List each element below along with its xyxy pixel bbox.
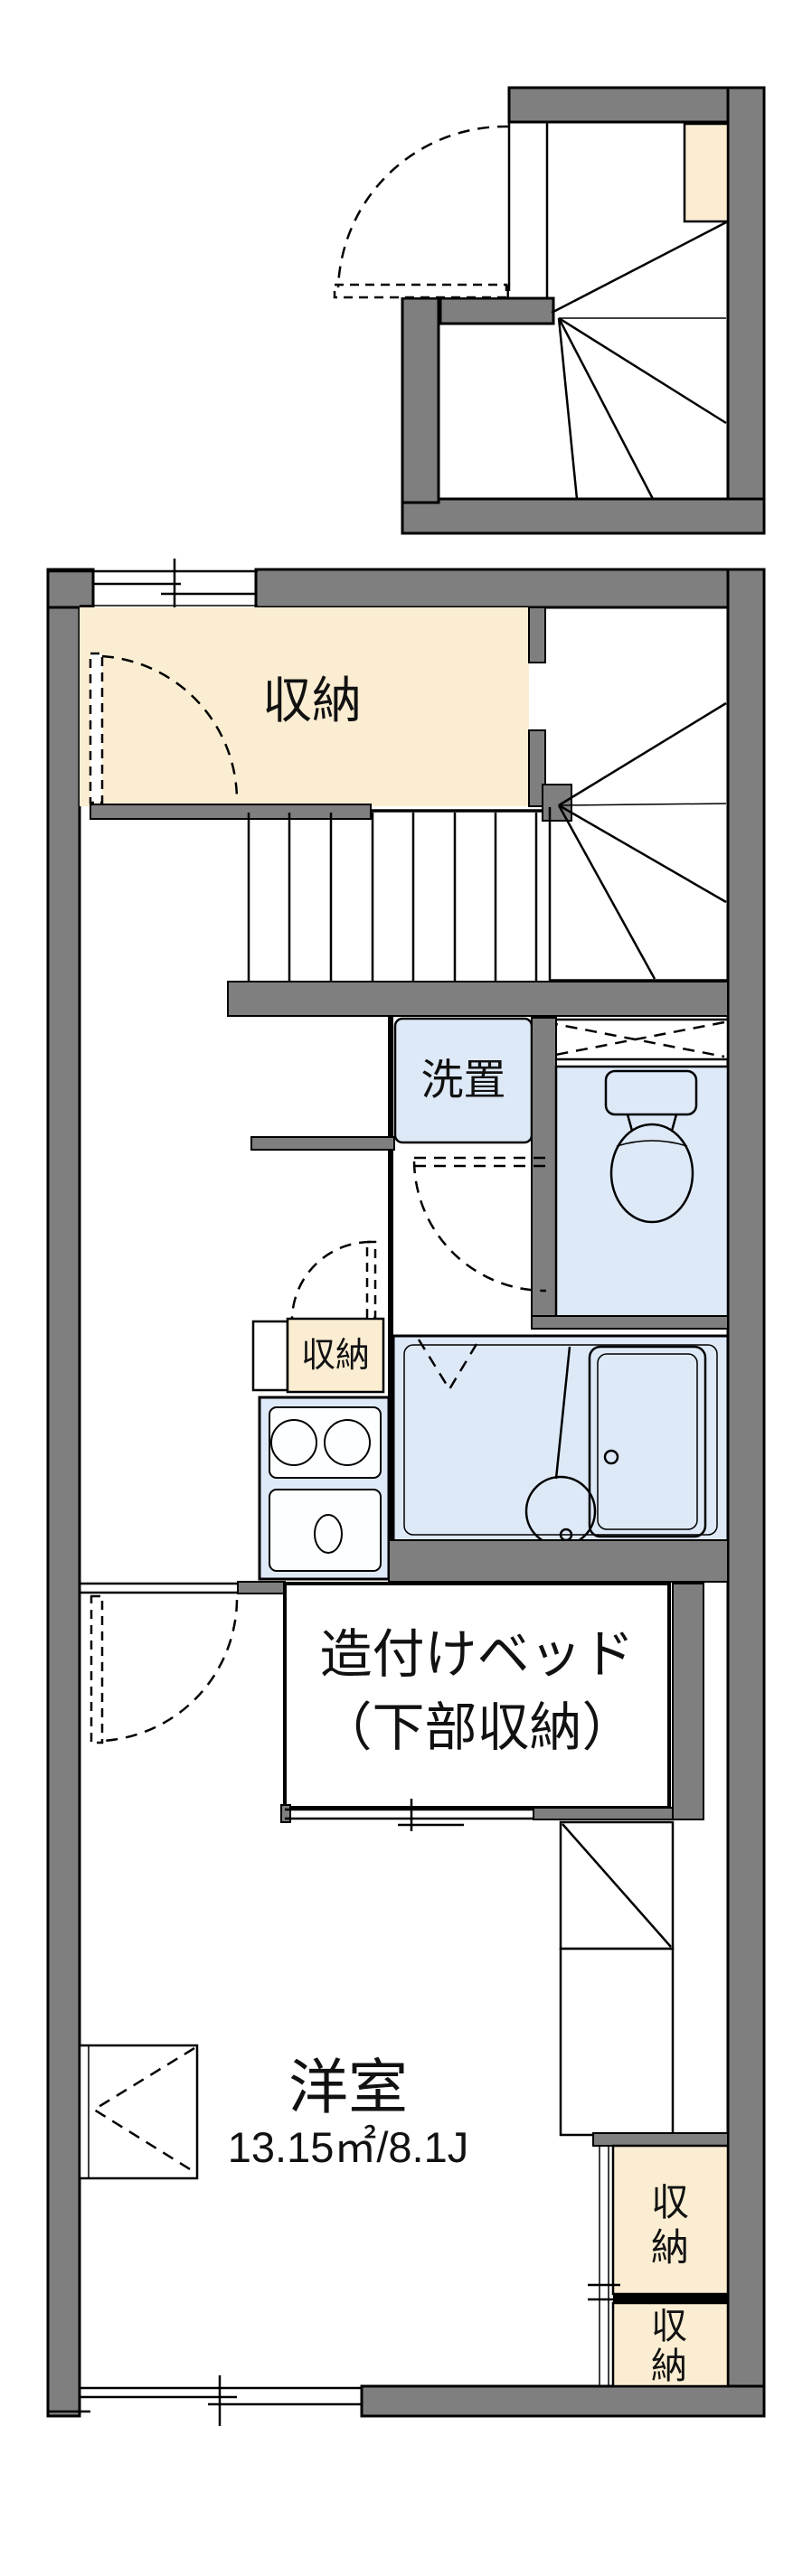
room-door — [90, 1594, 239, 1744]
storage-main-bottomwall — [90, 804, 372, 820]
wall-toilet-bottom — [531, 1315, 729, 1330]
storage-main-room — [80, 606, 546, 820]
storage-bottom-2-label: 収納 — [651, 2307, 687, 2386]
bed-label-line1: 造付けベッド — [319, 1625, 635, 1684]
wall-storage-stack-top — [592, 2132, 729, 2147]
storage-kitchen-box — [286, 1317, 385, 1394]
wall-main-right — [726, 568, 766, 2418]
burner-right — [324, 1419, 371, 1466]
column-box-plain — [559, 1947, 675, 2137]
built-in-bed-box — [283, 1582, 704, 1820]
stairs-straight-run — [247, 813, 538, 981]
storage-main-rightwall-a — [528, 606, 546, 663]
wall-upper-bottom — [401, 497, 766, 535]
main-outer-walls — [46, 568, 766, 2418]
storage-main-label: 収納 — [261, 672, 362, 729]
bathroom — [392, 1334, 730, 1547]
wall-upper-top — [507, 86, 766, 124]
upper-landing — [439, 296, 555, 325]
stair-newel-post — [542, 784, 572, 822]
kitchen-storage-unit — [251, 1240, 385, 1394]
wall-washroom-top — [250, 1136, 395, 1151]
storage-main-door-leaf — [89, 652, 104, 804]
upper-door-leaf — [333, 283, 508, 299]
bath-divider-line — [554, 1346, 571, 1480]
wall-main-top — [254, 568, 766, 609]
storage-divider — [613, 2294, 728, 2303]
wall-kitchen-divider — [388, 1016, 393, 1582]
sink-oval — [314, 1514, 343, 1554]
wall-bathroom-bottom — [388, 1539, 729, 1583]
western-room-label: 洋室 — [288, 2054, 408, 2120]
wall-main-topleft-corner — [46, 568, 95, 609]
burner-left — [270, 1419, 317, 1466]
storage-bottom-1-box — [611, 2144, 730, 2296]
storage-bottom-2-box — [611, 2301, 730, 2388]
upper-door-swing-arc — [336, 125, 510, 288]
wall-toilet-left — [531, 1017, 557, 1321]
storage-kitchen-door-arc — [290, 1240, 372, 1319]
room-doorway — [80, 1581, 286, 1594]
stove-unit — [258, 1396, 391, 1581]
left-bay-window — [78, 2044, 199, 2180]
wall-main-left — [46, 568, 81, 2418]
storage-main-floor — [80, 607, 529, 806]
storage-bottom-1-label: 収納 — [650, 2181, 689, 2270]
washroom-door — [412, 1156, 547, 1293]
room-door-leaf — [90, 1594, 104, 1744]
storage-main-rightwall-b — [528, 729, 546, 807]
wall-main-bottom — [360, 2384, 766, 2418]
top-wall-window — [48, 559, 258, 616]
kitchen-counter-box — [251, 1320, 289, 1392]
upper-closet-box — [683, 122, 730, 223]
laundry-label: 洗置 — [420, 1056, 506, 1104]
upper-stair-block — [333, 86, 766, 535]
toilet-fixture — [604, 1069, 698, 1224]
upper-stair-diagonal — [551, 221, 727, 315]
bottom-storage-stack — [588, 2132, 730, 2388]
storage-main-door-arc — [101, 654, 239, 800]
bed-label-line2: （下部収納） — [319, 1698, 635, 1758]
bathtub-drain — [603, 1449, 619, 1465]
upper-winder-treads — [557, 316, 727, 500]
room-door-arc — [101, 1599, 239, 1743]
western-room-area-label: 13.15㎡/8.1J — [227, 2123, 469, 2171]
storage-kitchen-door-leaf — [365, 1240, 377, 1320]
storage-sliding-front — [588, 2146, 620, 2386]
wall-upper-left — [401, 296, 440, 504]
storage-kitchen-label: 収納 — [300, 1337, 370, 1375]
wall-upper-right — [726, 86, 766, 535]
right-column-boxes — [559, 1820, 675, 2137]
hatch-box — [541, 1018, 730, 1061]
bed-front-window-line — [280, 1799, 674, 1831]
wall-below-stairs — [227, 981, 729, 1017]
bottom-wall-window — [48, 2375, 362, 2426]
bathtub — [588, 1345, 707, 1538]
winder-stairs-1f — [542, 701, 728, 982]
wall-bed-right — [672, 1583, 704, 1820]
